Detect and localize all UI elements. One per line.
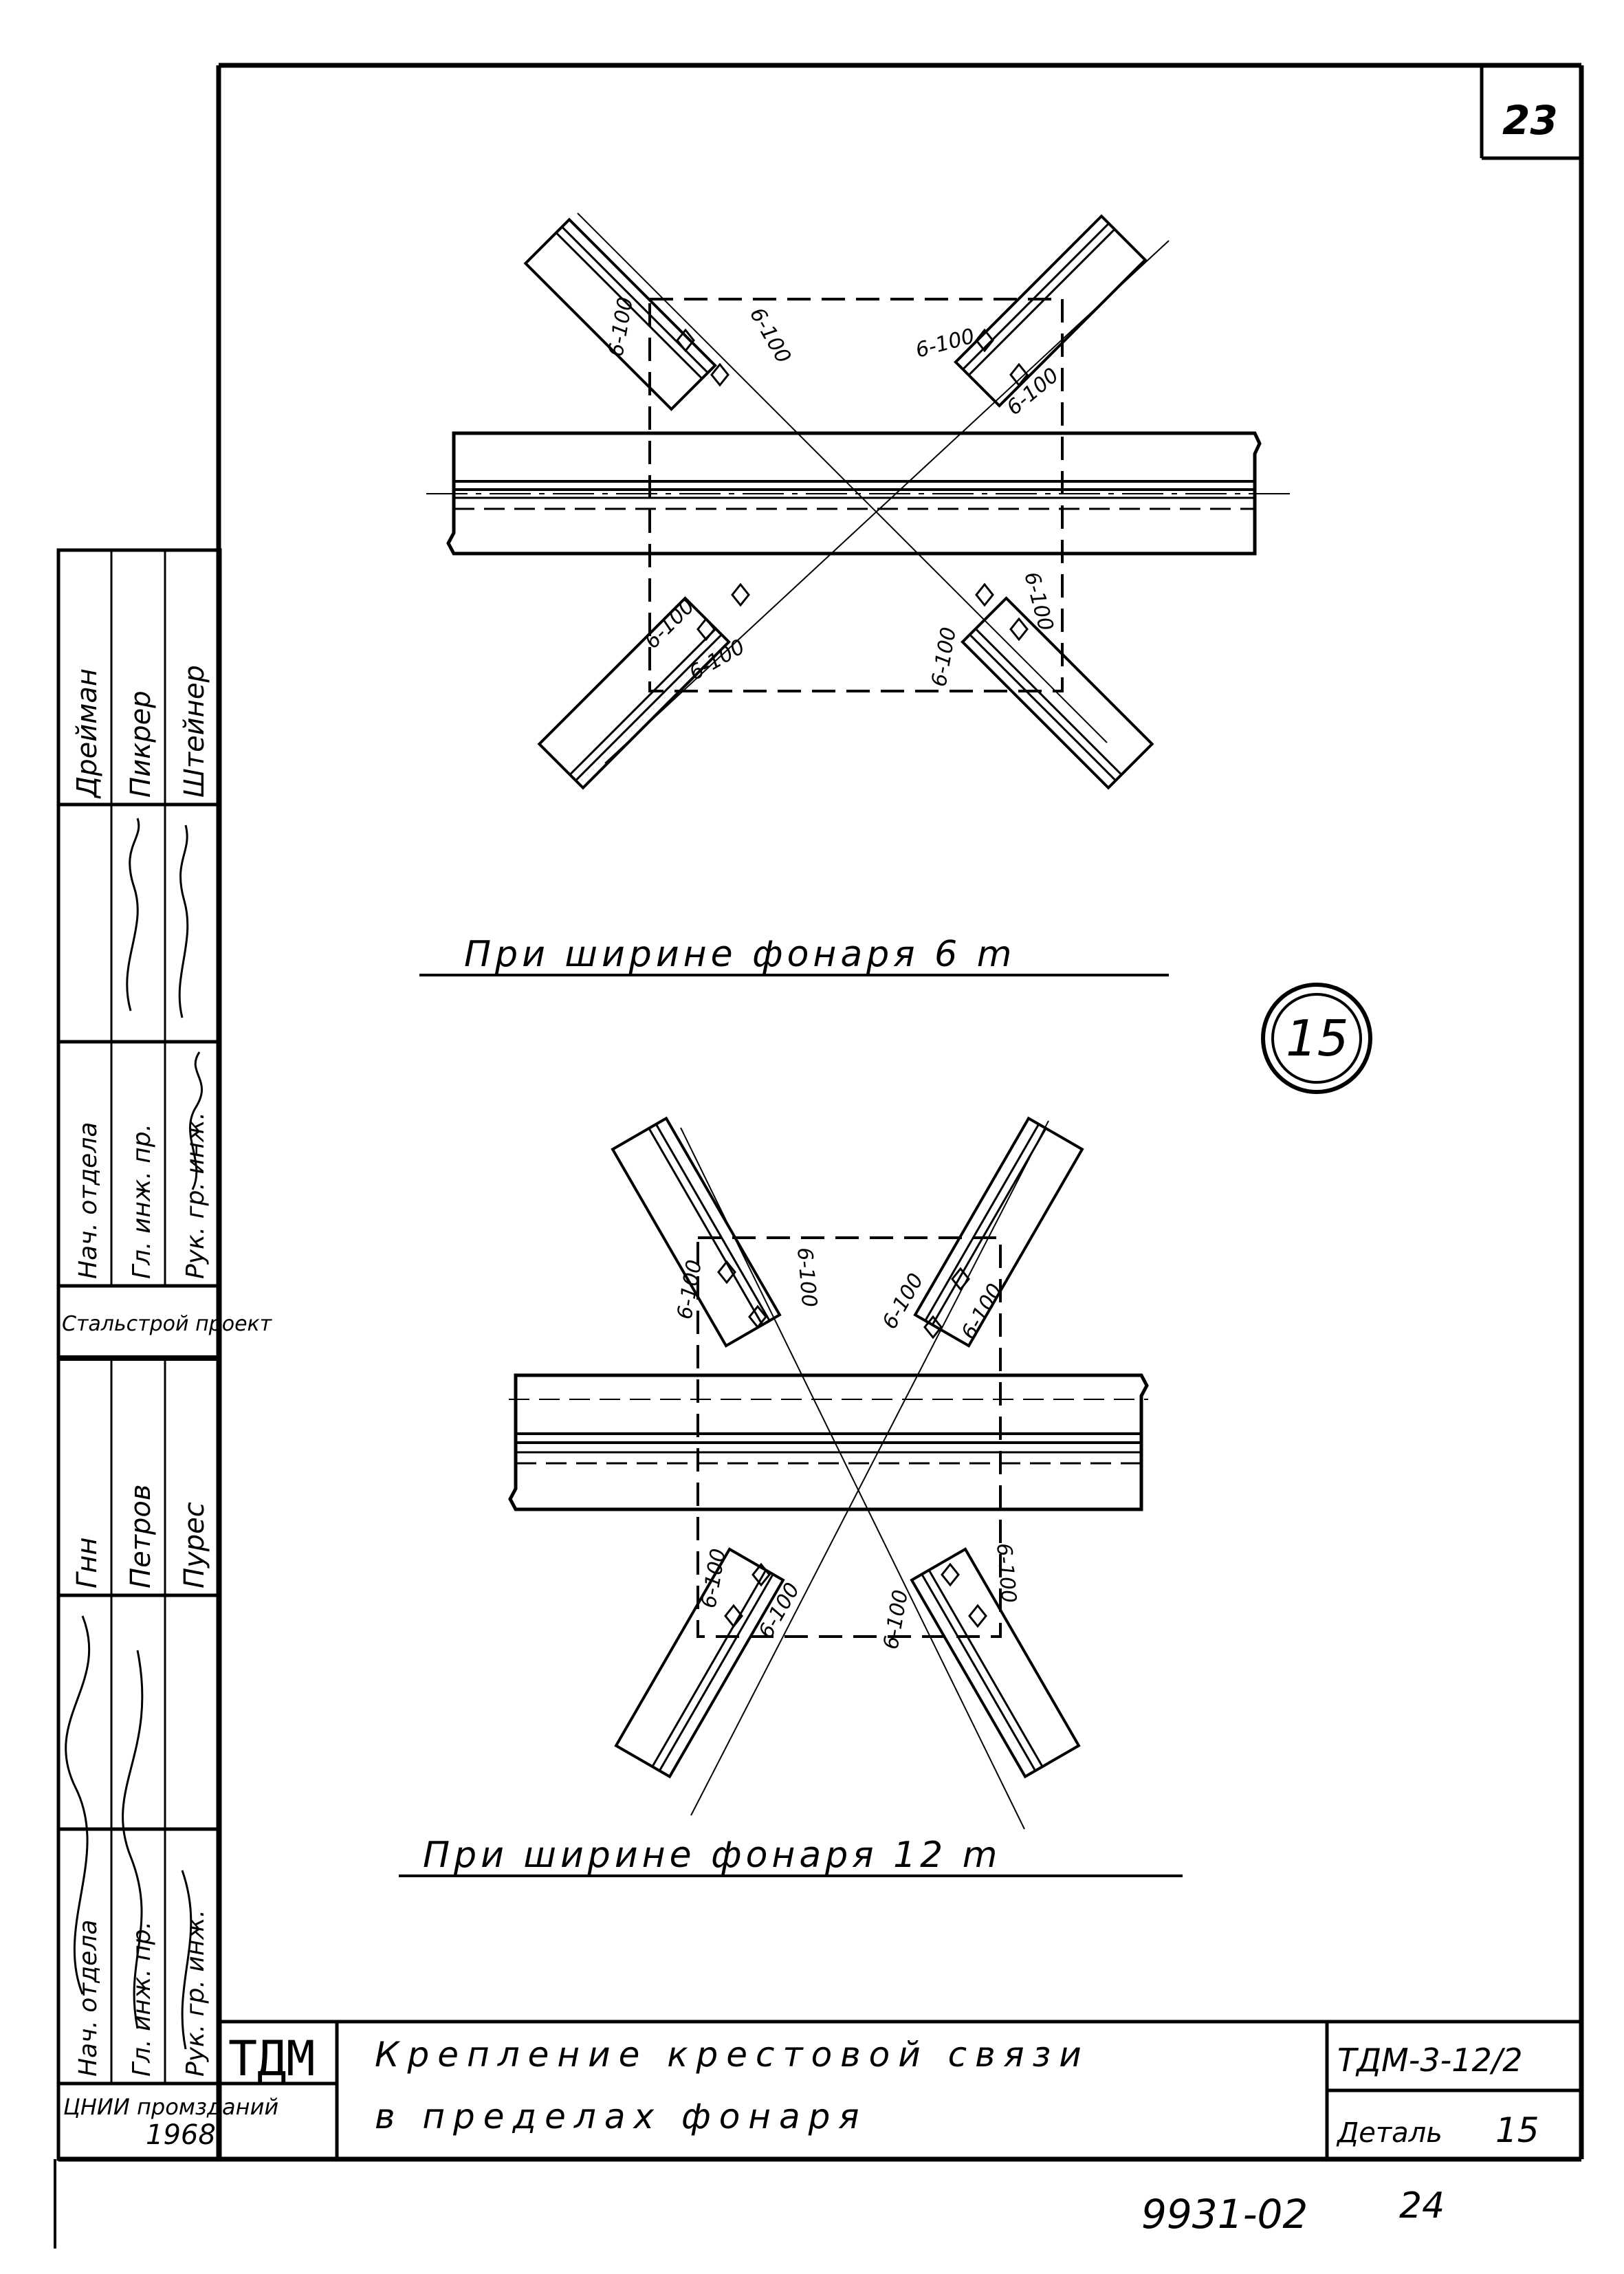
bottom-brace-ur: [913, 1116, 1084, 1348]
top-label-8: 6-100: [1019, 569, 1057, 633]
bottom-bolts: [717, 1260, 987, 1628]
top-caption: При ширине фонаря 6 m: [419, 934, 1169, 976]
stamp-year: 1968: [146, 2119, 216, 2151]
side-stamp: [56, 548, 222, 2161]
detail-number: 15: [1495, 2110, 1539, 2150]
stamp-position-1: Нач. отдела: [74, 1122, 102, 1279]
drawing-title-line2: в пределах фонаря: [375, 2097, 867, 2136]
bottom-chord-beam: [508, 1373, 1149, 1511]
top-brace-ur: [954, 214, 1148, 408]
bottom-caption: При ширине фонаря 12 m: [399, 1835, 1183, 1877]
top-label-1: 6-100: [604, 295, 638, 358]
stamp-name-6: Пурес: [179, 1502, 210, 1588]
bottom-label-7: 6-100: [879, 1588, 913, 1651]
doc-code: ТДМ-3-12/2: [1337, 2042, 1523, 2079]
bottom-brace-ll: [614, 1547, 785, 1779]
stamp-name-2: Пикрер: [125, 690, 157, 798]
title-block-text: ТДМ Крепление крестовой связи в пределах…: [228, 2031, 1539, 2150]
top-label-3: 6-100: [913, 324, 977, 362]
archive-number: 9931-02: [1141, 2191, 1308, 2238]
bottom-weld-labels: 6-100 6-100 6-100 6-100 6-100 6-100 6-10…: [672, 1247, 1020, 1652]
stamp-position-6: Рук. гр. инж.: [182, 1910, 210, 2077]
stamp-name-4: Гнн: [72, 1537, 103, 1588]
stamp-position-5: Гл. инж. пр.: [128, 1921, 156, 2077]
bottom-label-1: 6-100: [672, 1258, 707, 1321]
top-caption-text: При ширине фонаря 6 m: [464, 934, 1016, 975]
bottom-label-8: 6-100: [991, 1542, 1020, 1604]
top-drawing: [426, 212, 1293, 790]
bottom-label-3: 6-100: [878, 1269, 929, 1333]
top-gusset-plate: [648, 298, 1064, 692]
bottom-gusset-plate: [696, 1236, 1002, 1638]
bottom-brace-lr: [910, 1547, 1081, 1779]
detail-marker: 15: [1261, 983, 1372, 1094]
footer: 9931-02 24: [1141, 2185, 1445, 2238]
top-label-7: 6-100: [927, 625, 961, 688]
stamp-institute: ЦНИИ промзданий: [63, 2094, 278, 2120]
org-mark: ТДМ: [228, 2031, 315, 2087]
bottom-caption-text: При ширине фонаря 12 m: [423, 1835, 1001, 1876]
stamp-name-3: Штейнер: [179, 665, 210, 798]
page-number-box: 23: [1480, 65, 1581, 160]
top-brace-lr: [961, 596, 1154, 790]
stamp-position-3: Рук. гр. инж.: [182, 1112, 210, 1279]
sheet-number: 24: [1399, 2185, 1445, 2227]
stamp-name-5: Петров: [125, 1485, 157, 1588]
detail-marker-number: 15: [1286, 1009, 1349, 1067]
top-label-2: 6-100: [745, 304, 795, 368]
bottom-brace-ul: [611, 1116, 782, 1348]
bottom-drawing: [508, 1116, 1149, 1830]
top-label-6: 6-100: [685, 635, 749, 686]
bottom-label-5: 6-100: [696, 1546, 731, 1610]
stamp-organization: Стальстрой проект: [62, 1312, 273, 1336]
signatures: [65, 818, 204, 2050]
stamp-position-4: Нач. отдела: [74, 1920, 102, 2077]
side-stamp-top-text: Дрейман Пикрер Штейнер Нач. отдела Гл. и…: [62, 665, 273, 1336]
side-stamp-bottom-text: Гнн Петров Пурес Нач. отдела Гл. инж. пр…: [63, 1485, 278, 2151]
top-bolts: [676, 328, 1029, 642]
bottom-label-6: 6-100: [754, 1579, 805, 1643]
page-number: 23: [1502, 97, 1558, 144]
stamp-position-2: Гл. инж. пр.: [128, 1124, 156, 1279]
sheet-frame: [54, 63, 1584, 2249]
title-block: [220, 2020, 1581, 2159]
drawing-title-line1: Крепление крестовой связи: [375, 2035, 1090, 2075]
stamp-name-1: Дрейман: [72, 668, 103, 799]
bottom-label-2: 6-100: [792, 1247, 821, 1309]
detail-label: Деталь: [1336, 2117, 1442, 2149]
top-chord-beam: [426, 431, 1293, 556]
